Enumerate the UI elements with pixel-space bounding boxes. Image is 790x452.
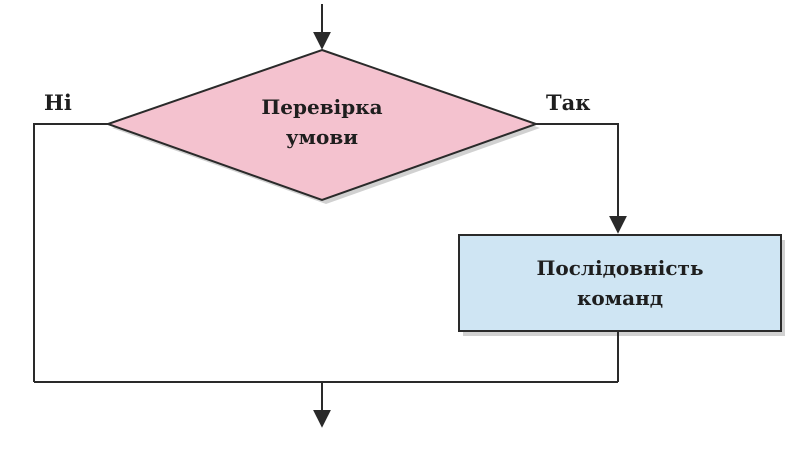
process-line-1: Послідовність (536, 256, 704, 280)
decision-line-2: умови (285, 125, 359, 149)
process-box (458, 234, 782, 332)
decision-diamond (104, 48, 540, 202)
yes-branch-line (536, 123, 627, 234)
no-branch-line (33, 123, 108, 382)
branch-no-label: Ні (44, 90, 72, 115)
process-line-2: команд (576, 286, 664, 310)
branch-yes-label: Так (546, 90, 591, 115)
decision-text: Перевірка умови (222, 92, 422, 152)
process-text: Послідовність команд (459, 253, 781, 313)
decision-line-1: Перевірка (261, 95, 383, 119)
